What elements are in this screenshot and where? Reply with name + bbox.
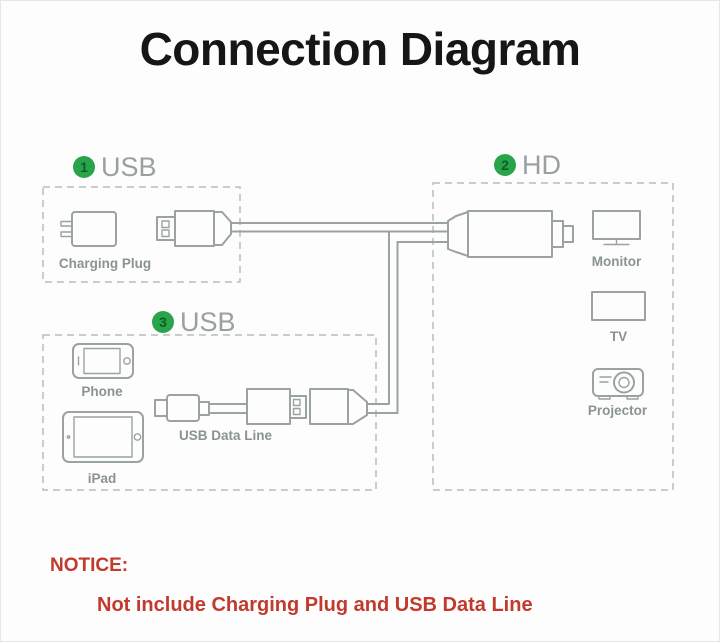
section-2-header: 2 HD bbox=[494, 150, 561, 180]
ipad-icon bbox=[62, 411, 144, 463]
section-1-header: 1 USB bbox=[73, 152, 157, 182]
usb-plug-icon bbox=[156, 210, 232, 247]
section-1-label: USB bbox=[101, 152, 157, 182]
charging-plug-label: Charging Plug bbox=[58, 256, 152, 271]
phone-icon bbox=[72, 343, 134, 379]
monitor-icon bbox=[592, 210, 641, 246]
section-2-label: HD bbox=[522, 150, 561, 180]
cable-lines bbox=[207, 222, 456, 414]
section-2-number-badge: 2 bbox=[494, 154, 516, 176]
section-3-header: 3 USB bbox=[152, 307, 236, 337]
lightning-connector-icon bbox=[154, 394, 210, 422]
tv-icon bbox=[591, 291, 646, 321]
projector-label: Projector bbox=[587, 403, 648, 418]
usb-female-port-icon bbox=[309, 388, 368, 425]
hdmi-plug-icon bbox=[447, 210, 574, 258]
section-1-number-badge: 1 bbox=[73, 156, 95, 178]
usb-data-line-label: USB Data Line bbox=[178, 428, 273, 443]
ipad-label: iPad bbox=[87, 471, 117, 486]
monitor-label: Monitor bbox=[591, 254, 642, 269]
phone-label: Phone bbox=[81, 384, 123, 399]
section-3-number-badge: 3 bbox=[152, 311, 174, 333]
section-3-label: USB bbox=[180, 307, 236, 337]
notice-heading: NOTICE: bbox=[50, 555, 129, 576]
usb-data-line-plug-icon bbox=[246, 388, 307, 425]
notice-text: Not include Charging Plug and USB Data L… bbox=[97, 594, 533, 616]
branch-cable-outer-line bbox=[365, 241, 456, 414]
page-title: Connection Diagram bbox=[139, 23, 581, 75]
charging-plug-icon bbox=[60, 211, 117, 247]
tv-label: TV bbox=[609, 329, 628, 344]
branch-cable-inner-line bbox=[365, 230, 390, 405]
projector-icon bbox=[592, 368, 644, 400]
section-1-dashed-box bbox=[42, 186, 241, 283]
section-2-dashed-box bbox=[432, 182, 674, 491]
